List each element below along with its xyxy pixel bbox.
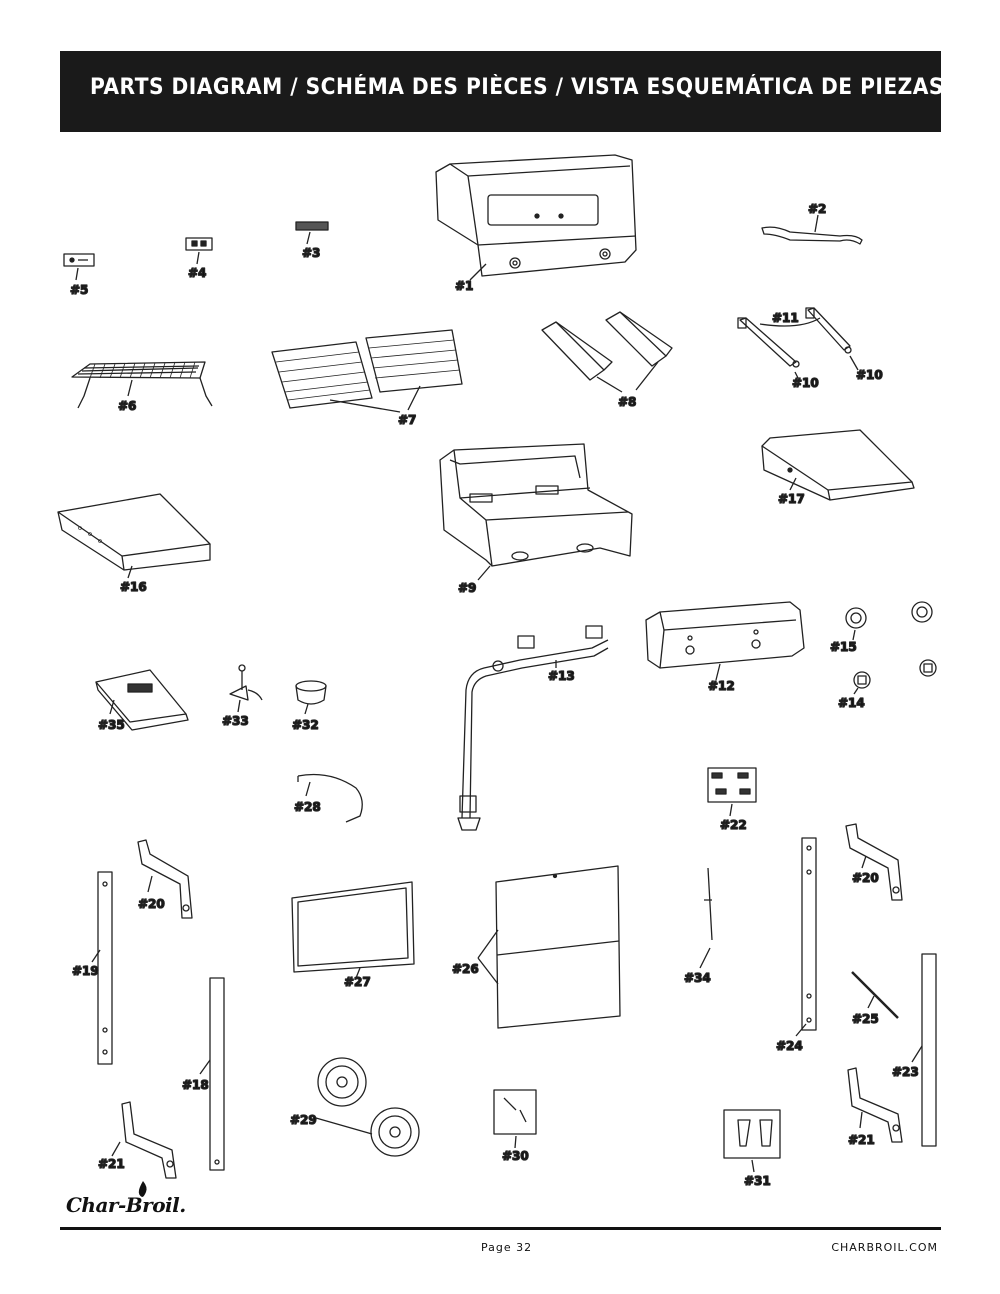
- part-16-side-shelf: [57, 493, 211, 579]
- part-4-bracket: [185, 237, 213, 265]
- label-part-1: #1: [455, 279, 473, 293]
- label-part-24: #24: [776, 1039, 803, 1053]
- part-25-axle: [851, 971, 899, 1019]
- label-part-13: #13: [548, 669, 575, 683]
- part-9-firebox: [439, 443, 633, 581]
- part-1-lid: [435, 154, 637, 281]
- label-part-7: #7: [398, 413, 416, 427]
- label-part-21b: #21: [848, 1133, 875, 1147]
- label-part-31: #31: [744, 1174, 771, 1188]
- label-part-9: #9: [458, 581, 476, 595]
- label-part-10b: #10: [856, 368, 883, 382]
- label-part-17: #17: [778, 492, 805, 506]
- part-6-warming-rack: [71, 361, 213, 409]
- part-5-hardware: [63, 253, 95, 281]
- label-part-5: #5: [70, 283, 88, 297]
- label-part-20b: #20: [852, 871, 879, 885]
- part-17-side-shelf: [761, 429, 915, 501]
- label-part-4: #4: [188, 266, 206, 280]
- label-part-30: #30: [502, 1149, 529, 1163]
- label-part-27: #27: [344, 975, 371, 989]
- page-title: PARTS DIAGRAM / SCHÉMA DES PIÈCES / VIST…: [90, 75, 944, 100]
- part-32-grease-cup: [295, 680, 327, 715]
- part-2-handle: [761, 214, 863, 245]
- label-part-28: #28: [294, 800, 321, 814]
- part-34-lighter-rod: [699, 867, 713, 969]
- label-part-19: #19: [72, 964, 99, 978]
- part-31-hardware-bag: [723, 1109, 781, 1173]
- part-8-heat-tents: [541, 311, 673, 393]
- label-part-32: #32: [292, 718, 319, 732]
- label-part-26: #26: [452, 962, 479, 976]
- part-7-cooking-grates: [271, 329, 463, 413]
- part-28-wire-clip: [297, 773, 363, 823]
- footer-divider: [60, 1227, 941, 1230]
- part-15-knob-bezel: [845, 601, 933, 641]
- label-part-16: #16: [120, 580, 147, 594]
- part-24-leg: [795, 837, 817, 1037]
- header-bar: PARTS DIAGRAM / SCHÉMA DES PIÈCES / VIST…: [60, 51, 944, 132]
- label-part-25: #25: [852, 1012, 879, 1026]
- part-21-bracket-right: [847, 1067, 903, 1143]
- label-part-20a: #20: [138, 897, 165, 911]
- flame-icon: [138, 1181, 147, 1197]
- part-26-doors: [477, 865, 621, 1029]
- label-part-3: #3: [302, 246, 320, 260]
- part-20-bracket-right: [845, 823, 903, 901]
- label-part-18: #18: [182, 1078, 209, 1092]
- label-part-15: #15: [830, 640, 857, 654]
- part-19-leg: [91, 871, 113, 1065]
- website-link: CHARBROIL.COM: [831, 1241, 938, 1254]
- part-35-grease-tray: [95, 669, 189, 731]
- part-20-bracket-left: [137, 839, 193, 919]
- part-3-badge: [295, 221, 329, 245]
- part-30-hardware: [493, 1089, 537, 1149]
- label-part-23: #23: [892, 1065, 919, 1079]
- part-13-manifold: [457, 625, 609, 831]
- label-part-22: #22: [720, 818, 747, 832]
- label-part-6: #6: [118, 399, 136, 413]
- label-part-35: #35: [98, 718, 125, 732]
- label-part-10a: #10: [792, 376, 819, 390]
- part-33-electrode: [229, 664, 263, 713]
- part-22-clips: [707, 767, 757, 817]
- label-part-11: #11: [772, 311, 799, 325]
- part-23-leg: [911, 953, 937, 1147]
- page-number: Page 32: [481, 1241, 533, 1254]
- part-18-leg: [199, 977, 225, 1171]
- part-10-burners: [737, 307, 859, 379]
- part-21-bracket-left: [111, 1101, 177, 1179]
- part-27-frame: [291, 881, 415, 979]
- label-part-14: #14: [838, 696, 865, 710]
- part-14-knob: [853, 659, 937, 695]
- label-part-29: #29: [290, 1113, 317, 1127]
- label-part-33: #33: [222, 714, 249, 728]
- label-part-2: #2: [808, 202, 826, 216]
- part-29-wheels: [315, 1057, 420, 1157]
- label-part-8: #8: [618, 395, 636, 409]
- label-part-21a: #21: [98, 1157, 125, 1171]
- label-part-34: #34: [684, 971, 711, 985]
- label-part-12: #12: [708, 679, 735, 693]
- brand-logo: Char-Broil.: [66, 1193, 186, 1217]
- part-12-control-panel: [645, 601, 805, 681]
